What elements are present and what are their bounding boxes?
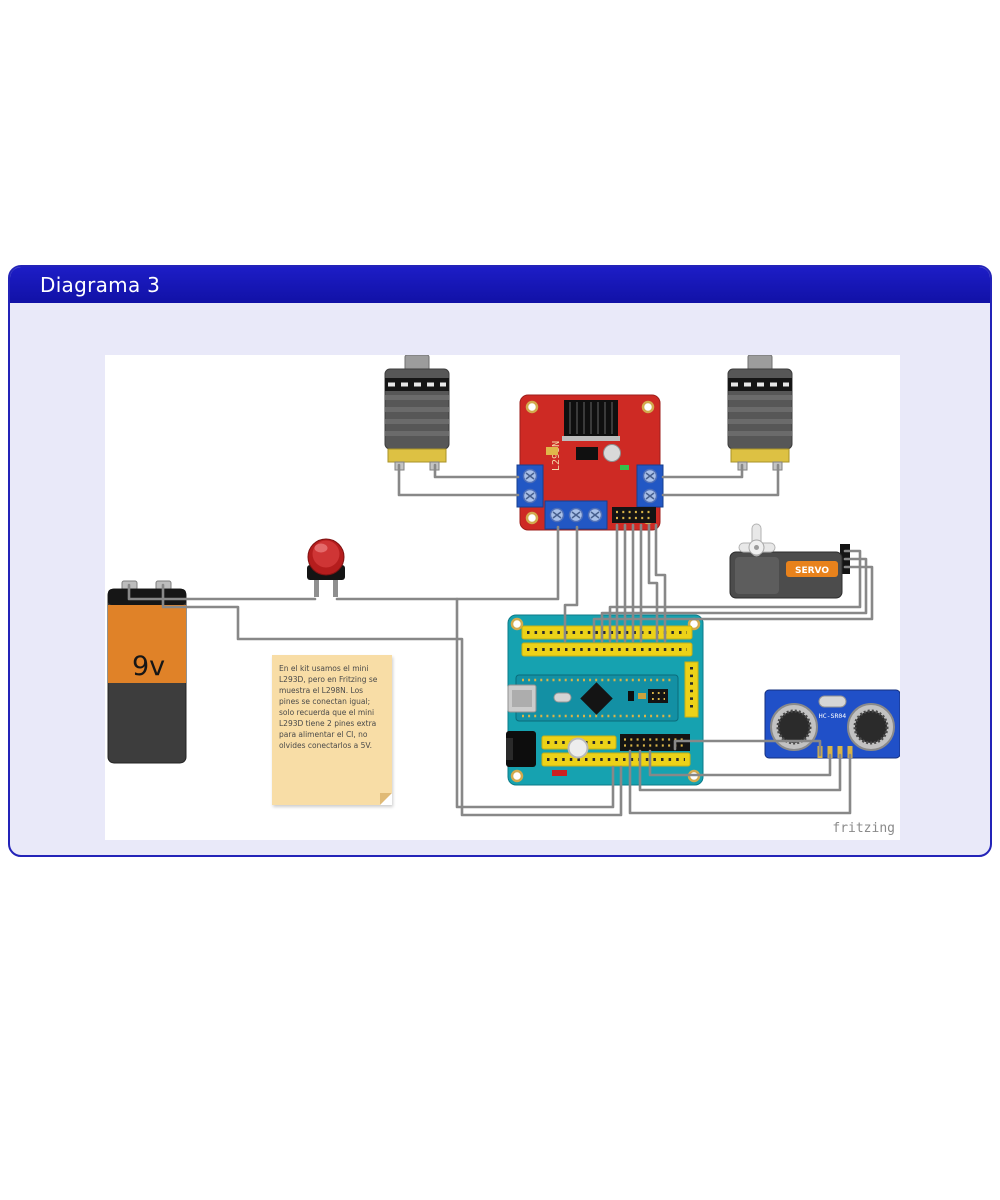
terminal-power	[544, 500, 608, 530]
mcu-chip	[580, 682, 613, 715]
control-header	[612, 507, 656, 523]
panel-body: 9v	[10, 303, 990, 855]
circuit-canvas: 9v	[107, 355, 900, 817]
wire-motor-right-yellow	[661, 463, 744, 479]
terminal-out-left	[516, 464, 544, 508]
wire-battery-ground	[161, 583, 623, 817]
ultrasonic-sensor: HC-SR04	[764, 689, 900, 759]
servo-horn	[738, 523, 776, 557]
wire-power-to-shield	[455, 597, 615, 809]
battery-9v: 9v	[107, 580, 187, 764]
wire-button-to-driver	[335, 525, 560, 601]
servo-motor: SERVO	[729, 523, 850, 599]
wire-sonar-vcc	[673, 739, 822, 757]
sticky-note: En el kit usamos el mini L293D, pero en …	[272, 655, 392, 805]
battery-label: 9v	[132, 651, 165, 682]
power-led	[620, 465, 629, 470]
push-button	[307, 538, 345, 597]
dc-motor-right	[726, 355, 794, 472]
transducer-right	[847, 703, 895, 751]
capacitor	[603, 444, 621, 462]
sticky-note-text: En el kit usamos el mini L293D, pero en …	[279, 664, 378, 750]
wire-motor-right-green	[661, 463, 780, 497]
servo-label: SERVO	[795, 566, 829, 576]
wire-motor-left-yellow	[433, 463, 520, 479]
fritzing-diagram: 9v	[105, 355, 900, 840]
wire-battery-positive	[127, 583, 317, 601]
wire-sonar-trig	[648, 749, 832, 777]
barrel-jack	[506, 731, 536, 767]
sensor-crystal	[818, 695, 847, 708]
wire-servo-power	[600, 557, 868, 643]
panel-title: Diagrama 3	[40, 273, 161, 297]
servo-label-tag	[786, 561, 838, 577]
wires	[127, 463, 874, 817]
fritzing-watermark: fritzing	[832, 821, 895, 836]
ultrasonic-label: HC-SR04	[819, 712, 846, 720]
reset-button	[567, 737, 589, 759]
heatsink	[562, 400, 620, 441]
driver-label: L298N	[551, 441, 562, 471]
icsp-header	[648, 689, 668, 703]
diagram-panel: Diagrama 3	[8, 265, 992, 857]
wire-motor-left-green	[397, 463, 520, 497]
wire-servo-signal	[592, 565, 874, 643]
transducer-left	[770, 703, 818, 751]
l298n-driver-board: L298N	[516, 394, 664, 531]
arduino-nano	[507, 674, 679, 722]
panel-titlebar: Diagrama 3	[10, 267, 990, 303]
signal-header-black	[620, 734, 690, 751]
wire-sonar-ground	[628, 749, 852, 815]
arduino-nano-shield	[506, 614, 704, 786]
shield-right-header	[684, 661, 699, 718]
wire-driver-ground	[563, 525, 579, 643]
dc-motor-left	[383, 355, 451, 472]
terminal-out-right	[636, 464, 664, 508]
crystal	[553, 692, 572, 703]
shield-led	[552, 770, 567, 776]
wire-sonar-echo	[638, 749, 842, 792]
driver-ic	[576, 447, 598, 460]
jumper	[546, 447, 558, 455]
